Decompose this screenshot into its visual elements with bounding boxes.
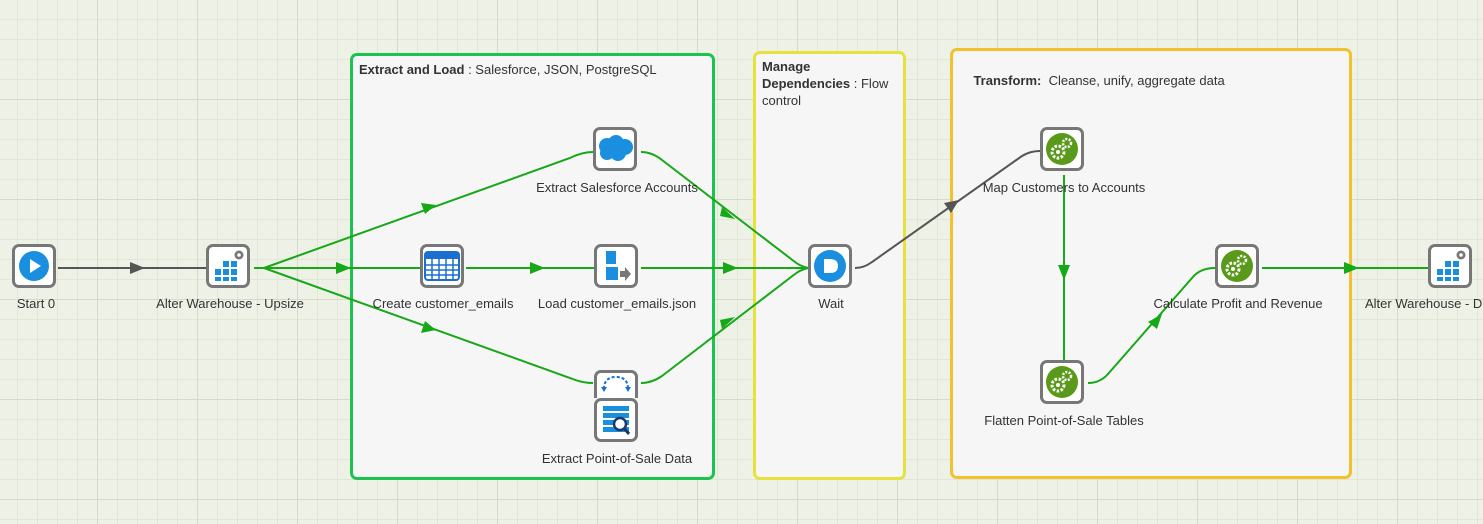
transform-group[interactable]: Transform: Cleanse, unify, aggregate dat… (950, 48, 1352, 479)
gears-icon (1046, 133, 1078, 165)
salesforce-node[interactable] (593, 127, 637, 171)
create-emails-label: Create customer_emails (372, 296, 514, 311)
pos-node[interactable] (594, 398, 638, 442)
warehouse-upsize-label: Alter Warehouse - Upsize (156, 296, 304, 311)
edge-salesforce-wait (640, 151, 809, 269)
warehouse-downsize-node[interactable] (1428, 244, 1472, 288)
flatten-pos-node[interactable] (1040, 360, 1084, 404)
group-subtitle: Cleanse, unify, aggregate data (1041, 73, 1225, 88)
calc-profit-label: Calculate Profit and Revenue (1153, 296, 1323, 311)
salesforce-cloud-icon (599, 135, 633, 161)
flatten-pos-label: Flatten Point-of-Sale Tables (984, 413, 1144, 428)
warehouse-gear-icon (1437, 250, 1466, 281)
edge-warehouse-salesforce (263, 151, 594, 269)
warehouse-upsize-node[interactable] (206, 244, 250, 288)
play-icon (19, 251, 49, 281)
load-emails-label: Load customer_emails.json (537, 296, 697, 311)
wait-icon (814, 250, 846, 282)
pos-label: Extract Point-of-Sale Data (541, 451, 693, 466)
warehouse-downsize-label: Alter Warehouse - D (1365, 296, 1483, 311)
load-emails-node[interactable] (594, 244, 638, 288)
table-icon (424, 251, 460, 281)
group-title-bold: Extract and Load (359, 62, 465, 77)
pos-connector-node[interactable] (594, 370, 638, 398)
sql-query-icon (603, 406, 631, 435)
start-label: Start 0 (16, 296, 56, 311)
sync-arrows-icon (601, 375, 631, 392)
gears-icon (1221, 250, 1253, 282)
group-subtitle: : Flow control (762, 76, 889, 108)
wait-label: Wait (818, 296, 844, 311)
create-emails-node[interactable] (420, 244, 464, 288)
group-subtitle: : Salesforce, JSON, PostgreSQL (464, 62, 657, 77)
group-title: Manage Dependencies : Flow control (762, 58, 900, 109)
salesforce-label: Extract Salesforce Accounts (536, 180, 698, 195)
warehouse-gear-icon (215, 250, 244, 281)
gears-icon (1046, 366, 1078, 398)
start-node[interactable] (12, 244, 56, 288)
wait-node[interactable] (808, 244, 852, 288)
load-cube-icon (606, 251, 631, 281)
group-title-bold: Transform: (973, 73, 1042, 88)
calc-profit-node[interactable] (1215, 244, 1259, 288)
edge-flatten-calc (1087, 267, 1216, 384)
map-customers-node[interactable] (1040, 127, 1084, 171)
group-title: Transform: Cleanse, unify, aggregate dat… (959, 55, 1225, 106)
group-title-bold: Manage Dependencies (762, 59, 851, 91)
map-customers-label: Map Customers to Accounts (982, 180, 1146, 195)
edge-wait-map (854, 150, 1041, 269)
edge-warehouse-pos (263, 267, 594, 384)
edge-pos-wait (640, 267, 809, 384)
group-title: Extract and Load : Salesforce, JSON, Pos… (359, 61, 657, 78)
